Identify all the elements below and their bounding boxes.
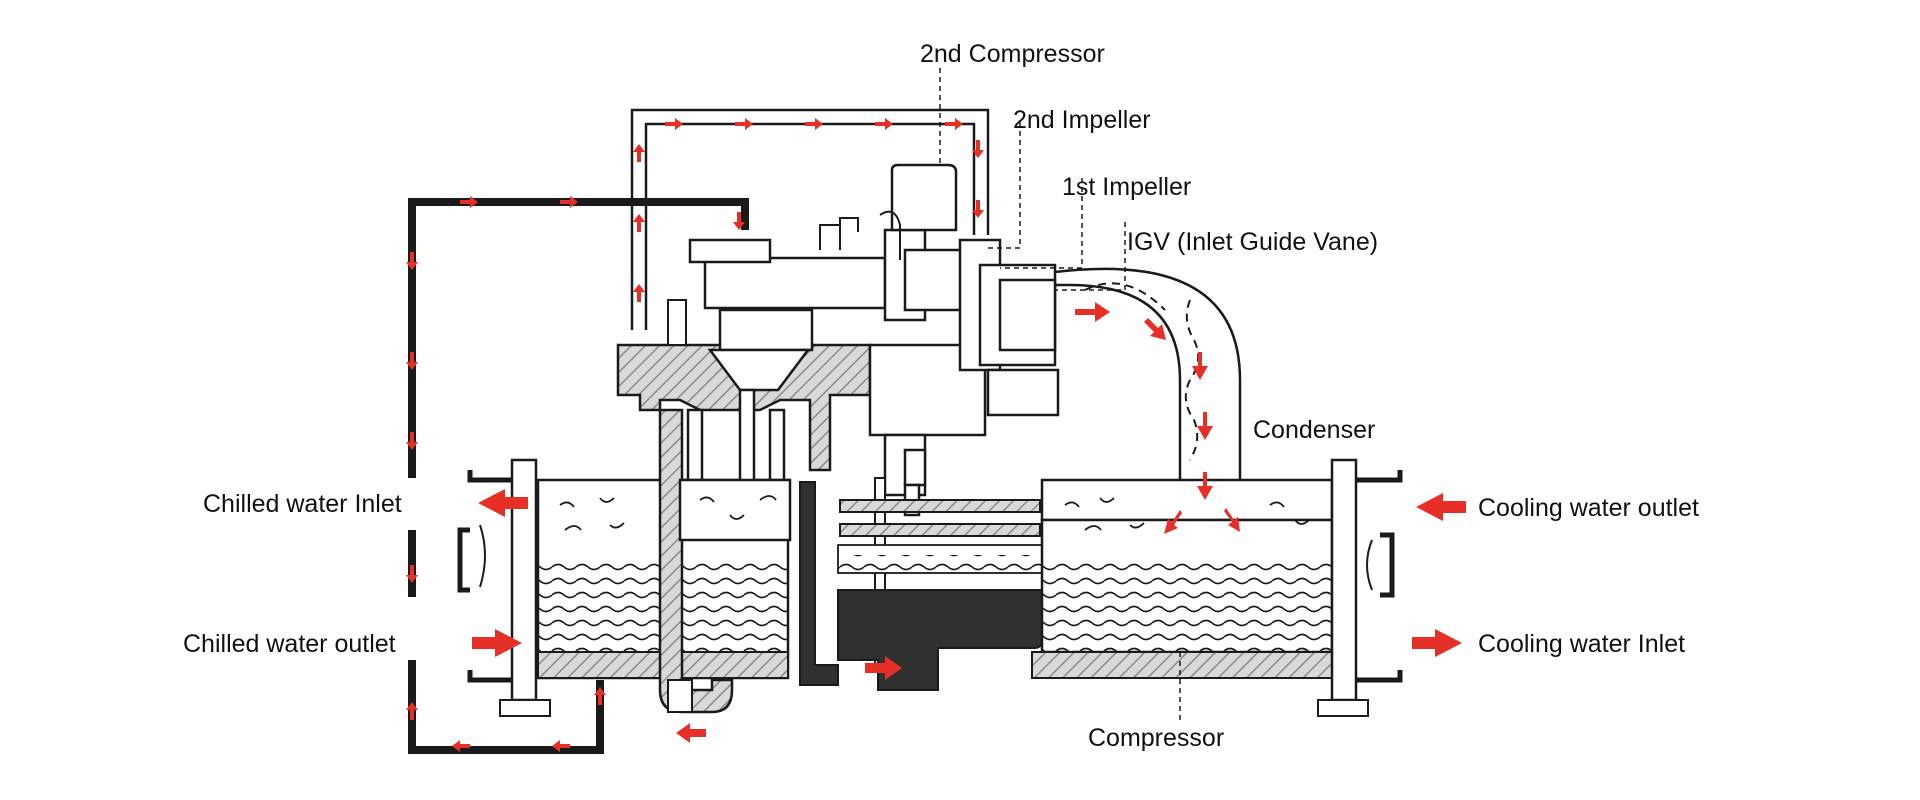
label-condenser: Condenser bbox=[1253, 416, 1375, 444]
label-2nd-impeller: 2nd Impeller bbox=[1013, 106, 1151, 134]
label-2nd-compressor: 2nd Compressor bbox=[920, 40, 1105, 68]
label-cooling-water-inlet: Cooling water Inlet bbox=[1478, 630, 1685, 658]
label-cooling-water-outlet: Cooling water outlet bbox=[1478, 494, 1699, 522]
leader-lines bbox=[939, 68, 1181, 720]
label-chilled-water-inlet: Chilled water Inlet bbox=[203, 490, 402, 518]
flow-arrows bbox=[406, 118, 1466, 752]
discharge-pipe bbox=[1054, 267, 1242, 485]
label-1st-impeller: 1st Impeller bbox=[1062, 173, 1191, 201]
label-compressor: Compressor bbox=[1088, 724, 1224, 752]
condenser-vessel bbox=[799, 282, 1403, 717]
motor-housing bbox=[678, 238, 887, 542]
compressor-assembly bbox=[819, 163, 1060, 517]
label-chilled-water-outlet: Chilled water outlet bbox=[183, 630, 396, 658]
label-igv: IGV (Inlet Guide Vane) bbox=[1127, 228, 1378, 256]
central-casing bbox=[616, 299, 872, 714]
